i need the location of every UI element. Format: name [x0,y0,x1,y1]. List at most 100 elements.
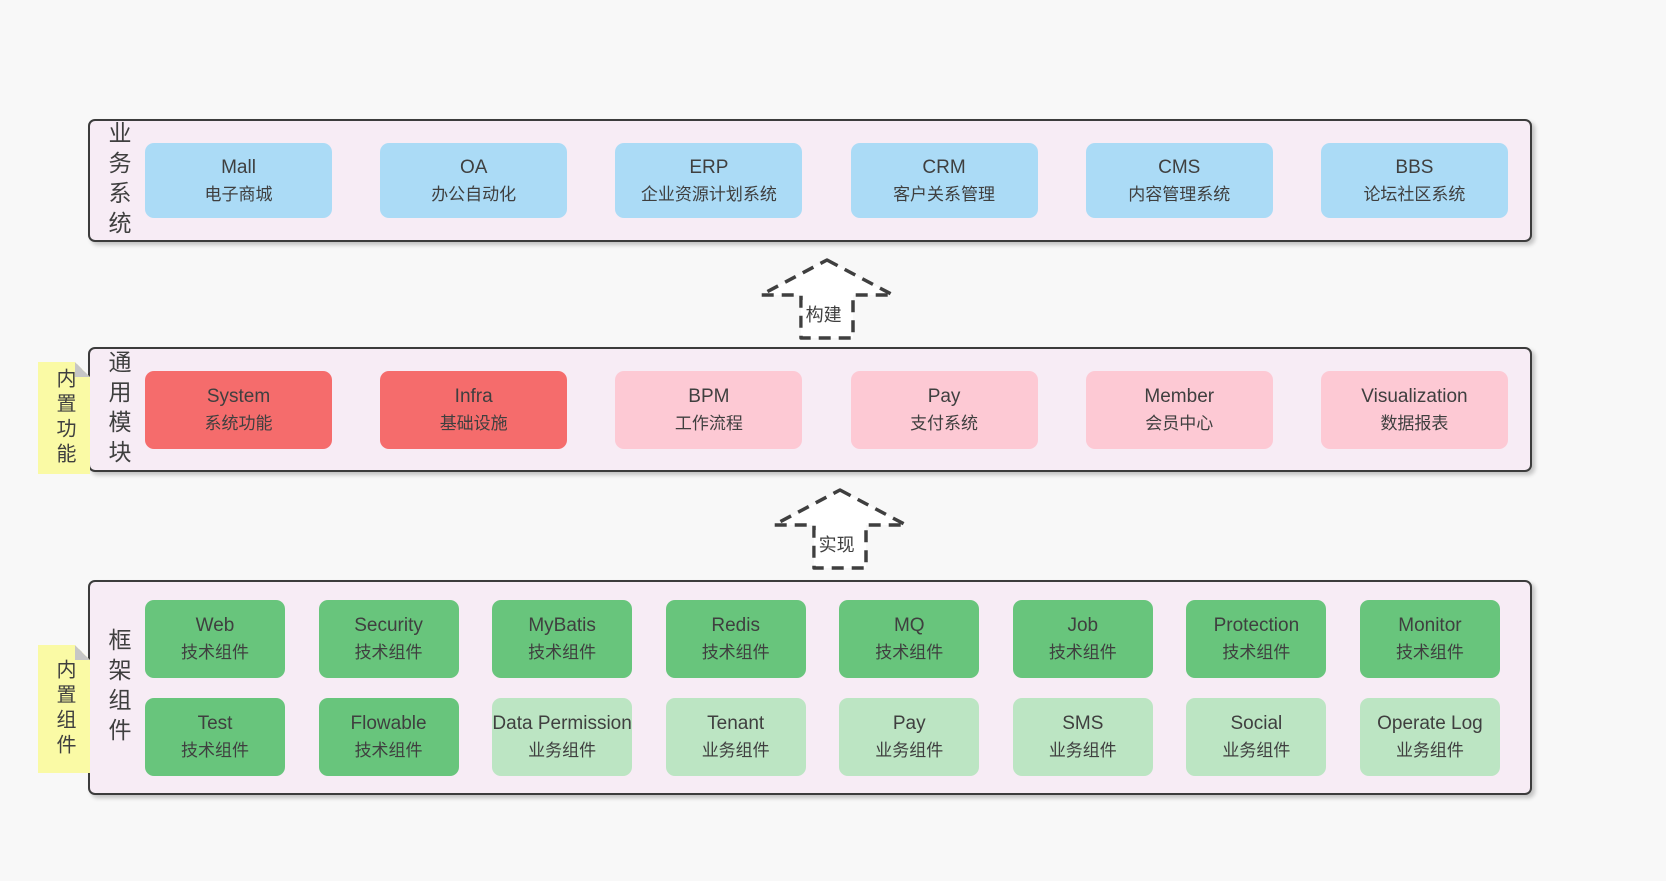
business-systems-boxes: Mall 电子商城 OA 办公自动化 ERP 企业资源计划系统 CRM 客户关系… [143,143,1530,218]
module-box-crm: CRM 客户关系管理 [850,143,1038,218]
component-box-operate-log: Operate Log 业务组件 [1359,697,1500,776]
component-box-tenant: Tenant 业务组件 [665,697,806,776]
module-desc: 数据报表 [1380,414,1449,434]
component-box-mq: MQ 技术组件 [839,599,980,678]
component-name: Operate Log [1377,712,1483,734]
component-box-job: Job 技术组件 [1012,599,1153,678]
component-desc: 技术组件 [1048,643,1117,663]
component-name: Data Permission [492,712,632,734]
sticky-note-built-in-features: 内置功能 [38,362,90,474]
component-name: Security [354,614,423,636]
component-box-test: Test 技术组件 [145,697,285,776]
module-desc: 工作流程 [674,414,743,434]
module-desc: 客户关系管理 [893,185,996,205]
module-name: Mall [221,156,256,178]
component-name: MyBatis [528,614,596,636]
component-box-redis: Redis 技术组件 [665,599,806,678]
component-name: Flowable [350,712,427,734]
component-name: Job [1067,614,1099,636]
component-desc: 业务组件 [1395,741,1464,761]
component-box-social: Social 业务组件 [1186,697,1327,776]
component-desc: 技术组件 [701,643,770,663]
module-desc: 办公自动化 [431,185,517,205]
component-desc: 业务组件 [1222,741,1291,761]
sticky-note-text: 内置组件 [53,659,75,759]
component-box-protection: Protection 技术组件 [1186,599,1327,678]
module-desc: 电子商城 [204,185,273,205]
dashed-up-arrow-icon [759,258,895,340]
component-desc: 技术组件 [1395,643,1464,663]
component-desc: 技术组件 [875,643,944,663]
module-box-bbs: BBS 论坛社区系统 [1320,143,1508,218]
module-name: CMS [1158,156,1201,178]
component-desc: 技术组件 [354,741,423,761]
module-name: OA [459,156,488,178]
module-desc: 基础设施 [439,414,508,434]
component-name: Monitor [1398,614,1462,636]
layer-label-business-systems: 业务系统 [105,120,131,241]
component-name: Redis [711,614,760,636]
component-name: Web [195,614,235,636]
module-desc: 内容管理系统 [1128,185,1231,205]
module-box-infra: Infra 基础设施 [380,370,568,449]
module-desc: 系统功能 [204,414,273,434]
component-name: Tenant [707,712,765,734]
component-name: Test [197,712,233,734]
layer-common-modules: 通用模块 System 系统功能 Infra 基础设施 BPM 工作流程 Pay… [88,347,1532,472]
module-name: Visualization [1361,385,1468,407]
component-box-security: Security 技术组件 [318,599,459,678]
component-desc: 技术组件 [1222,643,1291,663]
component-desc: 技术组件 [181,741,249,761]
component-desc: 技术组件 [354,643,423,663]
module-box-bpm: BPM 工作流程 [615,370,803,449]
framework-row-1: Web 技术组件 Security 技术组件 MyBatis 技术组件 Redi… [145,599,1500,678]
common-modules-boxes: System 系统功能 Infra 基础设施 BPM 工作流程 Pay 支付系统… [143,370,1530,449]
dashed-up-arrow-icon [772,488,908,570]
module-name: Pay [927,385,961,407]
module-name: Member [1144,385,1215,407]
implement-arrow: 实现 [770,486,910,572]
component-name: Social [1230,712,1283,734]
module-desc: 会员中心 [1145,414,1214,434]
module-name: BBS [1395,156,1434,178]
component-name: Pay [892,712,926,734]
module-box-system: System 系统功能 [145,370,332,449]
module-name: ERP [689,156,729,178]
framework-row-2: Test 技术组件 Flowable 技术组件 Data Permission … [145,697,1500,776]
component-desc: 业务组件 [528,741,597,761]
module-name: BPM [688,385,730,407]
module-box-visualization: Visualization 数据报表 [1320,370,1508,449]
module-name: System [206,385,271,407]
component-box-sms: SMS 业务组件 [1012,697,1153,776]
component-box-flowable: Flowable 技术组件 [318,697,459,776]
module-box-oa: OA 办公自动化 [380,143,568,218]
module-desc: 企业资源计划系统 [640,185,777,205]
layer-business-systems: 业务系统 Mall 电子商城 OA 办公自动化 ERP 企业资源计划系统 CRM… [88,119,1532,242]
module-desc: 支付系统 [910,414,979,434]
component-box-mybatis: MyBatis 技术组件 [492,599,633,678]
module-box-mall: Mall 电子商城 [145,143,332,218]
component-desc: 业务组件 [875,741,944,761]
component-name: MQ [893,614,925,636]
module-box-pay: Pay 支付系统 [850,370,1038,449]
component-name: Protection [1213,614,1300,636]
sticky-note-text: 内置功能 [53,368,75,468]
component-desc: 业务组件 [701,741,770,761]
component-desc: 技术组件 [181,643,249,663]
layer-framework-components: 框架组件 Web 技术组件 Security 技术组件 MyBatis 技术组件… [88,580,1532,795]
build-arrow-label: 构建 [802,300,845,328]
module-box-erp: ERP 企业资源计划系统 [615,143,803,218]
build-arrow: 构建 [757,256,897,342]
sticky-note-built-in-components: 内置组件 [38,645,90,773]
module-name: CRM [922,156,966,178]
module-box-member: Member 会员中心 [1085,370,1273,449]
component-desc: 业务组件 [1048,741,1117,761]
module-desc: 论坛社区系统 [1363,185,1466,205]
module-box-cms: CMS 内容管理系统 [1085,143,1273,218]
module-name: Infra [454,385,493,407]
component-box-data-permission: Data Permission 业务组件 [492,697,633,776]
implement-arrow-label: 实现 [815,530,858,558]
component-desc: 技术组件 [528,643,597,663]
framework-components-rows: Web 技术组件 Security 技术组件 MyBatis 技术组件 Redi… [143,599,1530,776]
